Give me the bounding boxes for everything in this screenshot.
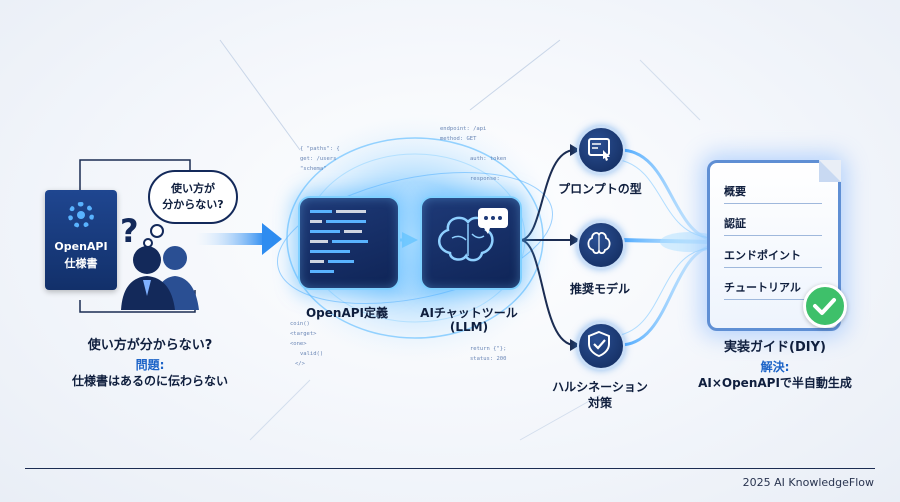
footer-divider [25, 468, 875, 469]
solution-text: AI×OpenAPIで半自動生成 [698, 376, 852, 390]
footer-credit: 2025 AI KnowledgeFlow [742, 476, 874, 489]
openapi-doc-title: OpenAPI [54, 240, 108, 253]
decor-line [639, 59, 701, 121]
ai-chat-tool-sublabel: (LLM) [449, 320, 489, 334]
svg-text:<one>: <one> [290, 341, 307, 347]
thought-bubble: 使い方が 分からない? [148, 170, 238, 224]
card-arrow [402, 232, 418, 248]
svg-text:valid(): valid() [300, 351, 323, 357]
svg-text:"schema": "schema" [300, 166, 327, 172]
left-caption: 使い方が分からない? [87, 338, 213, 353]
svg-text:{ "paths": {: { "paths": { [300, 146, 340, 152]
decor-line [249, 379, 311, 441]
problem-label: 問題: [135, 358, 165, 372]
check-badge-icon [803, 284, 847, 328]
spec-doc-title: 仕様書 [64, 257, 98, 270]
branch-label-prompt: プロンプトの型 [558, 182, 642, 196]
svg-text:auth: token: auth: token [470, 156, 506, 162]
branch-label-hallucination-2: 対策 [587, 396, 612, 410]
svg-text:<target>: <target> [290, 331, 317, 337]
doc-item-endpoints: エンドポイント [724, 249, 801, 262]
svg-text:endpoint: /api: endpoint: /api [440, 126, 486, 132]
brain-icon [577, 221, 625, 269]
svg-text:</>: </> [295, 361, 306, 367]
ai-chat-tool-label: AIチャットツール [420, 306, 518, 320]
problem-text: 仕様書はあるのに伝わらない [71, 374, 228, 388]
branch-line [519, 149, 576, 241]
branch-line [519, 239, 576, 346]
doc-item-auth: 認証 [724, 217, 746, 230]
gear-icon [68, 202, 94, 228]
svg-text:return {"};: return {"}; [470, 346, 506, 352]
branch-label-model: 推奨モデル [569, 282, 630, 296]
branch-label-hallucination: ハルシネーション [552, 380, 648, 394]
thought-bubble-dot [150, 224, 164, 238]
brain-chat-icon [438, 208, 508, 262]
shield-check-icon [577, 322, 625, 370]
decor-line [219, 39, 301, 151]
doc-item-tutorial: チュートリアル [724, 281, 801, 294]
code-lines-icon [310, 210, 368, 273]
svg-text:response:: response: [470, 176, 500, 182]
glow-ring [276, 171, 554, 305]
guide-caption: 実装ガイド(DIY) [724, 340, 826, 355]
folded-corner [819, 160, 841, 182]
decor-line [469, 39, 561, 111]
thought-bubble-text-2: 分からない? [162, 198, 224, 211]
stream-line [619, 244, 713, 347]
question-mark-icon: ? [120, 212, 139, 250]
svg-text:method: GET: method: GET [440, 136, 477, 142]
thought-bubble-text-1: 使い方が [171, 182, 215, 195]
openapi-definition-card [298, 196, 400, 290]
solution-label: 解決: [760, 360, 790, 374]
flow-arrow-head [262, 223, 282, 255]
flow-arrow-shaft [195, 233, 265, 245]
decor-line [519, 394, 601, 441]
doc-item-overview: 概要 [724, 185, 746, 198]
confused-users-icon [121, 246, 199, 310]
openapi-definition-label: OpenAPI定義 [305, 306, 389, 320]
prompt-icon [577, 126, 625, 174]
central-glow [265, 113, 565, 363]
svg-text:coin(): coin() [290, 321, 310, 327]
svg-text:status: 200: status: 200 [470, 356, 506, 362]
svg-text:get: /users: get: /users [300, 156, 336, 162]
ai-chat-tool-card [420, 196, 522, 290]
openapi-spec-document: OpenAPI 仕様書 [45, 190, 117, 290]
